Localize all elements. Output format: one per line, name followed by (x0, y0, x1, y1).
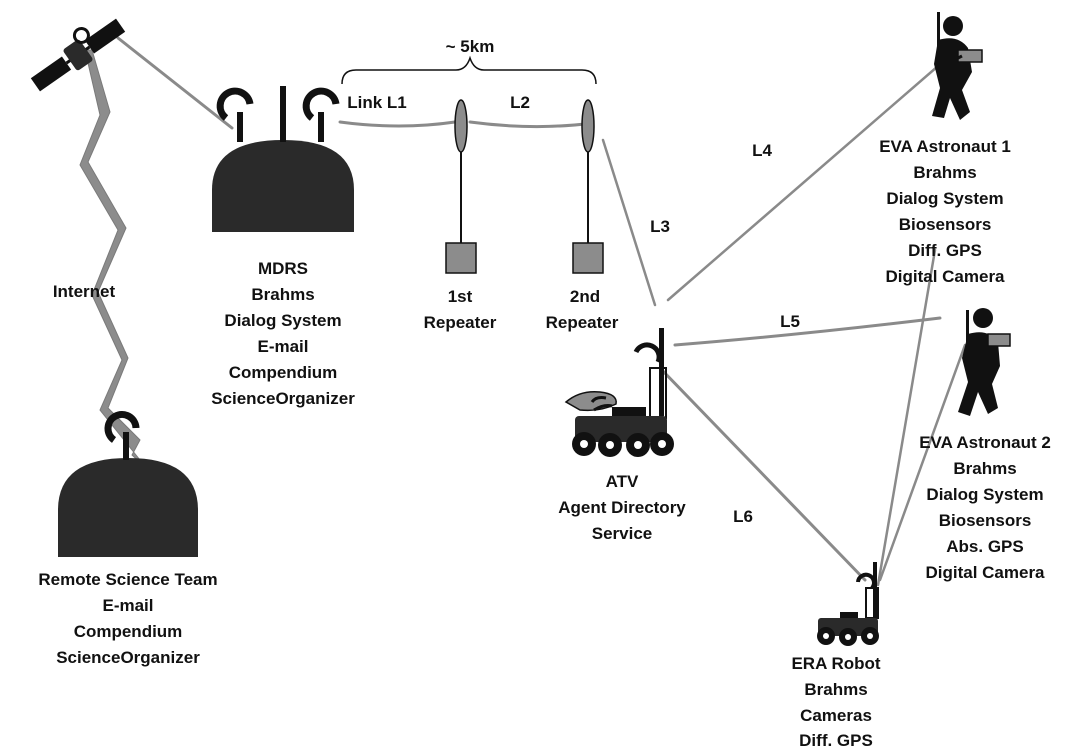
link-l6-label: L6 (733, 507, 753, 526)
repeater-1-line-1: Repeater (424, 313, 497, 332)
eva1-line-0: EVA Astronaut 1 (879, 137, 1011, 156)
era-robot-icon (817, 562, 879, 646)
internet-bolt-icon (79, 49, 149, 471)
links (116, 36, 967, 587)
mdrs-line-3: E-mail (257, 337, 308, 356)
repeater-2-line-0: 2nd (570, 287, 600, 306)
eva2-line-3: Biosensors (939, 511, 1032, 530)
remote-science-label: Remote Science Team E-mail Compendium Sc… (38, 570, 217, 667)
link-l1-label: Link L1 (347, 93, 407, 112)
remote-science-habitat-icon (58, 411, 198, 557)
repeater-1-icon (445, 99, 477, 274)
remote-line-1: E-mail (102, 596, 153, 615)
link-l6 (658, 366, 867, 582)
mdrs-line-4: Compendium (229, 363, 338, 382)
repeater-1-label: 1st Repeater (424, 287, 497, 332)
eva1-line-2: Dialog System (886, 189, 1003, 208)
atv-label: ATV Agent Directory Service (558, 472, 686, 543)
eva-astronaut-1-label: EVA Astronaut 1 Brahms Dialog System Bio… (879, 137, 1011, 286)
distance-brace: ~ 5km (341, 37, 597, 85)
distance-label: ~ 5km (446, 37, 495, 56)
eva2-line-1: Brahms (953, 459, 1016, 478)
link-eva2-era (878, 343, 967, 582)
link-labels: Link L1 L2 L3 L4 L5 L6 (347, 93, 800, 526)
mdrs-line-0: MDRS (258, 259, 308, 278)
atv-line-1: Agent Directory (558, 498, 686, 517)
mdrs-habitat-icon (212, 86, 354, 232)
eva2-line-2: Dialog System (926, 485, 1043, 504)
repeater-1-line-0: 1st (448, 287, 473, 306)
link-l5 (673, 316, 942, 347)
remote-line-3: ScienceOrganizer (56, 648, 200, 667)
link-l2-label: L2 (510, 93, 530, 112)
link-l1 (338, 120, 457, 128)
link-l3 (601, 138, 657, 307)
link-l4-label: L4 (752, 141, 772, 160)
repeater-2-line-1: Repeater (546, 313, 619, 332)
eva1-line-5: Digital Camera (885, 267, 1005, 286)
link-eva1-era (876, 248, 937, 587)
link-l5-label: L5 (780, 312, 800, 331)
internet-link: Internet (53, 49, 149, 471)
eva2-line-0: EVA Astronaut 2 (919, 433, 1051, 452)
link-satellite-mdrs (116, 36, 234, 130)
satellite-icon (30, 18, 126, 92)
era-line-3: Diff. GPS (799, 731, 873, 750)
eva2-line-5: Digital Camera (925, 563, 1045, 582)
remote-line-0: Remote Science Team (38, 570, 217, 589)
atv-icon (564, 328, 674, 457)
eva-astronaut-1-icon (932, 12, 983, 121)
mdrs-line-5: ScienceOrganizer (211, 389, 355, 408)
atv-line-2: Service (592, 524, 653, 543)
eva2-line-4: Abs. GPS (946, 537, 1023, 556)
link-l4 (666, 58, 947, 302)
mdrs-label: MDRS Brahms Dialog System E-mail Compend… (211, 259, 355, 408)
repeater-2-icon (572, 99, 604, 274)
mdrs-line-1: Brahms (251, 285, 314, 304)
internet-label: Internet (53, 282, 116, 301)
era-robot-label: ERA Robot Brahms Cameras Diff. GPS (791, 654, 880, 750)
link-l3-label: L3 (650, 217, 670, 236)
era-line-2: Cameras (800, 706, 872, 725)
atv-line-0: ATV (606, 472, 639, 491)
era-line-0: ERA Robot (791, 654, 880, 673)
link-l2 (468, 120, 587, 129)
eva1-line-1: Brahms (913, 163, 976, 182)
era-line-1: Brahms (804, 680, 867, 699)
eva1-line-3: Biosensors (899, 215, 992, 234)
mdrs-line-2: Dialog System (224, 311, 341, 330)
remote-line-2: Compendium (74, 622, 183, 641)
eva-astronaut-2-label: EVA Astronaut 2 Brahms Dialog System Bio… (919, 433, 1051, 582)
eva-astronaut-2-icon (958, 308, 1011, 416)
eva1-line-4: Diff. GPS (908, 241, 982, 260)
repeater-2-label: 2nd Repeater (546, 287, 619, 332)
